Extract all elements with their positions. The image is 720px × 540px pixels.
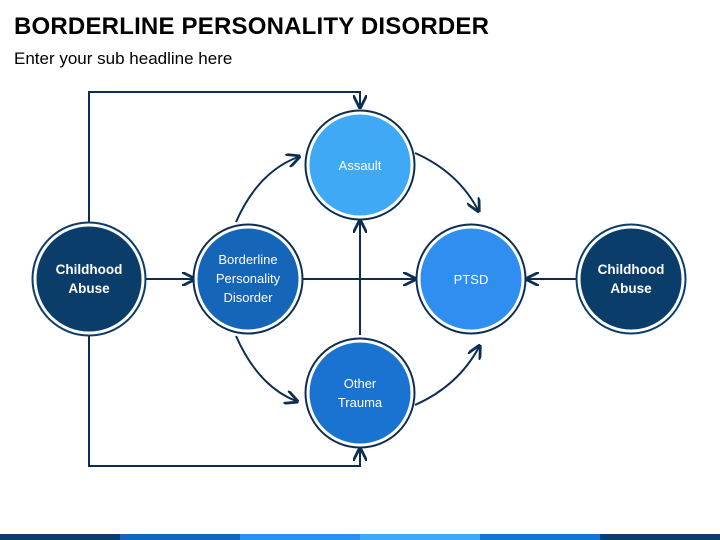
node-label: Trauma bbox=[338, 395, 383, 410]
node-ptsd: PTSD bbox=[415, 223, 527, 335]
node-label: Assault bbox=[339, 158, 382, 173]
node-label: Childhood bbox=[598, 262, 665, 277]
node-label: Abuse bbox=[68, 281, 110, 296]
node-childhood-abuse-left: Childhood Abuse bbox=[31, 221, 147, 337]
node-label: Other bbox=[344, 376, 377, 391]
node-label: PTSD bbox=[454, 272, 489, 287]
bottom-color-bar bbox=[0, 534, 720, 540]
connector-assault-to-ptsd bbox=[414, 152, 478, 210]
node-assault: Assault bbox=[304, 109, 416, 221]
node-label: Abuse bbox=[610, 281, 652, 296]
connector-top-loop bbox=[88, 91, 360, 223]
node-borderline-personality-disorder: Borderline Personality Disorder bbox=[192, 223, 304, 335]
page-title: BORDERLINE PERSONALITY DISORDER bbox=[14, 13, 490, 40]
node-childhood-abuse-right: Childhood Abuse bbox=[575, 223, 687, 335]
connector-bottom-loop bbox=[88, 335, 360, 467]
node-label: Disorder bbox=[223, 290, 273, 305]
connector-bpd-to-assault bbox=[235, 157, 298, 223]
page-subtitle: Enter your sub headline here bbox=[14, 49, 233, 68]
node-label: Personality bbox=[216, 271, 281, 286]
node-other-trauma: Other Trauma bbox=[304, 337, 416, 449]
node-label: Childhood bbox=[56, 262, 123, 277]
connector-bpd-to-trauma bbox=[235, 335, 296, 401]
connector-trauma-to-ptsd bbox=[414, 347, 479, 406]
node-label: Borderline bbox=[218, 252, 277, 267]
